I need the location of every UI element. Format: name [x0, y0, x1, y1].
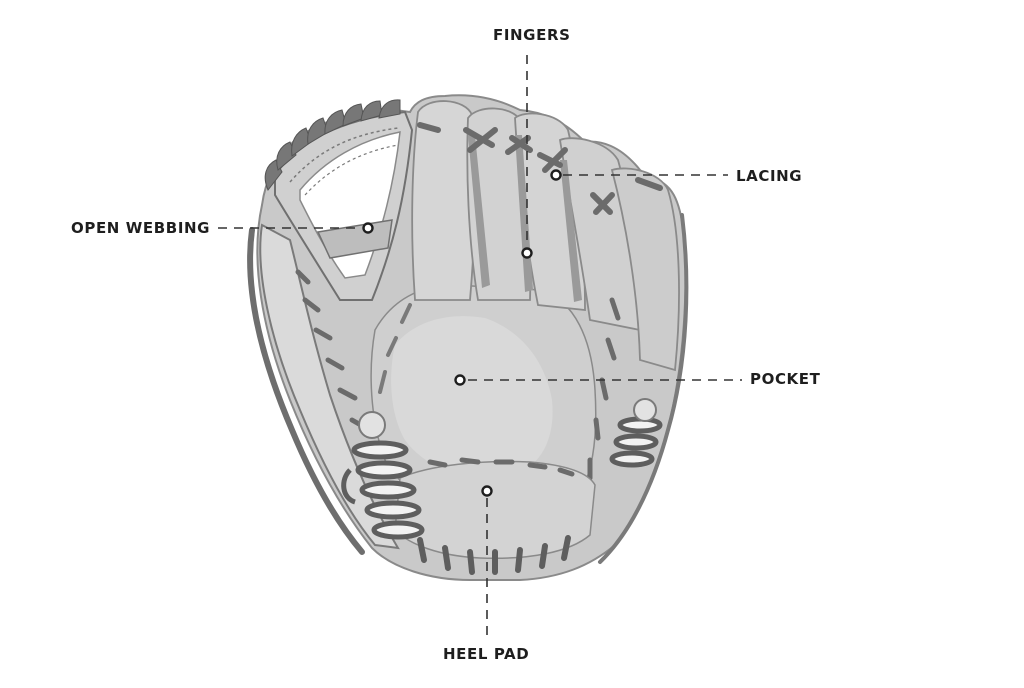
thumb-edge-binding: [247, 227, 365, 555]
heel-laces: [417, 535, 571, 575]
marker-lacing: [550, 169, 562, 181]
label-lacing: LACING: [736, 167, 803, 185]
lace-knot-left: [358, 411, 386, 439]
finger-laces: [417, 122, 663, 215]
callout-markers: [362, 169, 562, 497]
wrist-laces-right: [609, 416, 663, 468]
webbing-stitch: [289, 127, 399, 183]
label-pocket: POCKET: [750, 370, 821, 388]
marker-heel-pad: [481, 485, 493, 497]
marker-fingers: [521, 247, 533, 259]
lace-knot-right: [633, 398, 657, 422]
right-edge-binding: [598, 213, 689, 564]
marker-pocket: [454, 374, 466, 386]
lace-tail-left: [341, 468, 357, 505]
label-heel-pad: HEEL PAD: [443, 645, 530, 663]
heel-pad-stitch: [427, 457, 575, 477]
palm-edge-stitch-right: [587, 297, 621, 481]
thumb-panel: [259, 223, 400, 550]
leader-lines: [218, 55, 742, 638]
webbing-top-laces: [264, 99, 401, 191]
marker-open-webbing: [362, 222, 374, 234]
glove-body: [247, 94, 689, 581]
palm-welt-stitch: [378, 303, 412, 394]
label-open-webbing: OPEN WEBBING: [71, 219, 211, 237]
wrist-laces-left: [351, 440, 425, 540]
pocket-shadow: [391, 316, 553, 479]
pinky: [610, 167, 680, 372]
label-fingers: FINGERS: [493, 26, 571, 44]
